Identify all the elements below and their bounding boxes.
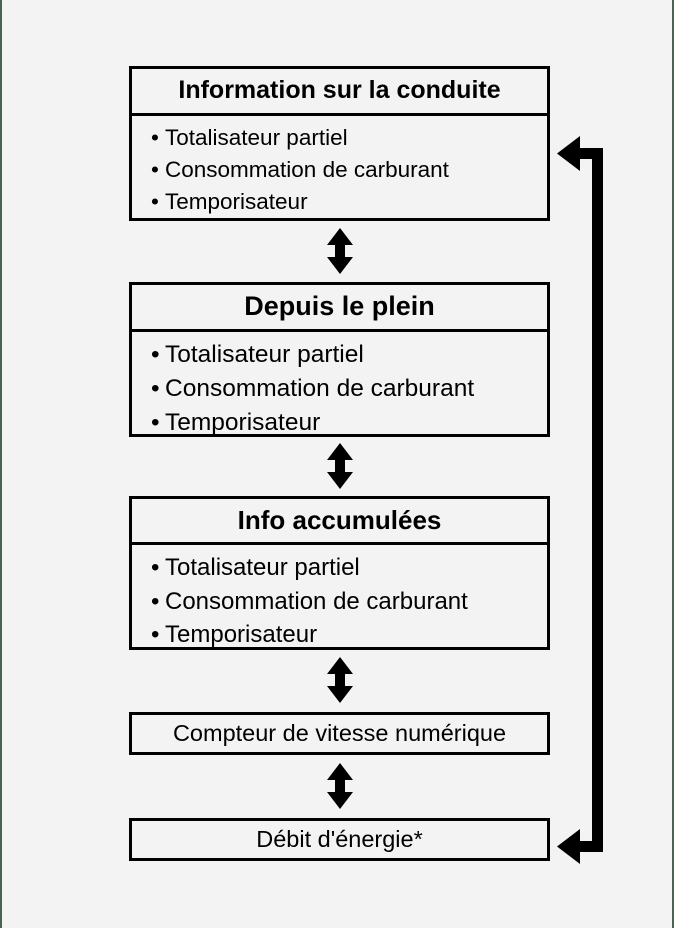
list-item: Totalisateur partiel	[132, 122, 547, 154]
node-energy-flow[interactable]: Débit d'énergie*	[129, 818, 550, 861]
node-accumulated-info-header: Info accumulées	[132, 499, 547, 545]
node-since-fill-header: Depuis le plein	[132, 285, 547, 332]
list-item: Consommation de carburant	[132, 154, 547, 186]
node-driving-info-header: Information sur la conduite	[132, 69, 547, 116]
node-accumulated-info[interactable]: Info accumulées Totalisateur partiel Con…	[129, 496, 550, 650]
connector-double-arrow-icon	[324, 228, 356, 274]
list-item: Temporisateur	[132, 618, 547, 652]
connector-double-arrow-icon	[324, 763, 356, 809]
list-item: Totalisateur partiel	[132, 551, 547, 585]
list-item: Consommation de carburant	[132, 372, 547, 406]
list-item: Temporisateur	[132, 406, 547, 440]
list-item: Consommation de carburant	[132, 585, 547, 619]
node-driving-info[interactable]: Information sur la conduite Totalisateur…	[129, 66, 550, 221]
connector-double-arrow-icon	[324, 443, 356, 489]
node-accumulated-info-list: Totalisateur partiel Consommation de car…	[132, 545, 547, 660]
node-since-fill-list: Totalisateur partiel Consommation de car…	[132, 332, 547, 447]
connector-double-arrow-icon	[324, 657, 356, 703]
node-digital-speedometer-label: Compteur de vitesse numérique	[172, 720, 507, 746]
list-item: Totalisateur partiel	[132, 338, 547, 372]
node-since-fill[interactable]: Depuis le plein Totalisateur partiel Con…	[129, 282, 550, 437]
list-item: Temporisateur	[132, 186, 547, 218]
connector-loop-arrow-icon	[550, 130, 612, 870]
node-driving-info-list: Totalisateur partiel Consommation de car…	[132, 116, 547, 226]
node-energy-flow-label: Débit d'énergie*	[256, 826, 423, 852]
node-digital-speedometer[interactable]: Compteur de vitesse numérique	[129, 712, 550, 755]
